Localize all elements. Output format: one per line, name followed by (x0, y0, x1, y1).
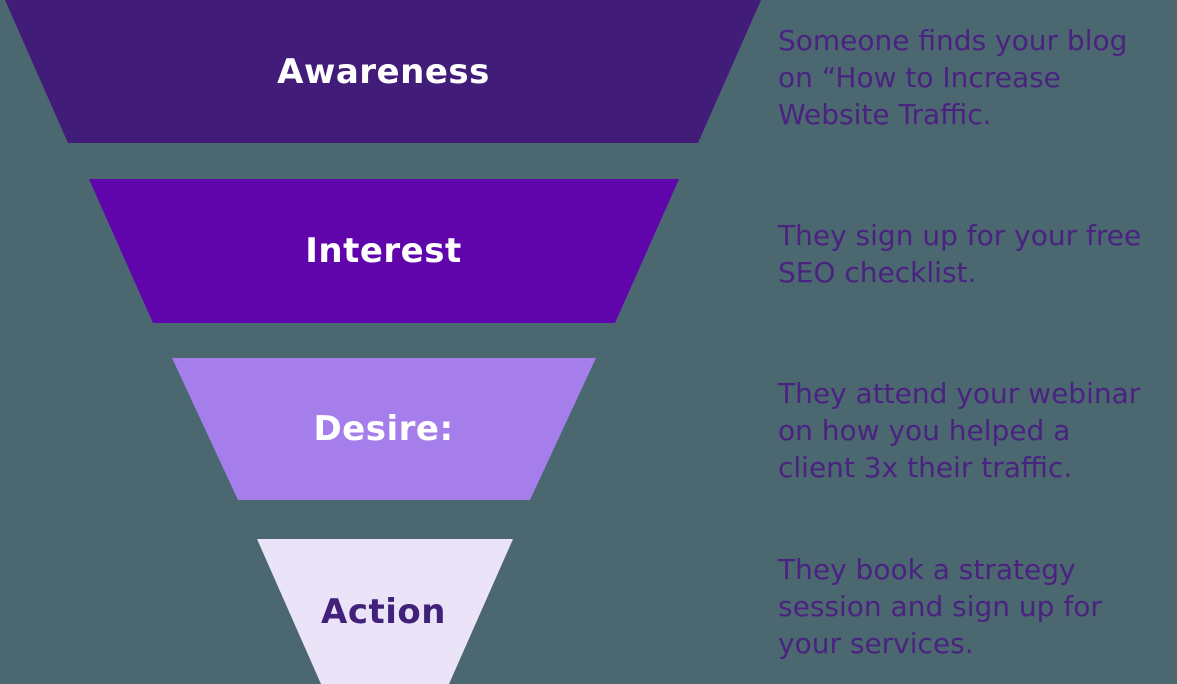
funnel-stage-desire: Desire: (172, 358, 596, 500)
stage-description-action: They book a strategy session and sign up… (778, 553, 1102, 660)
stage-description-awareness: Someone finds your blog on “How to Incre… (778, 24, 1128, 131)
funnel-stage-awareness: Awareness (5, 0, 761, 143)
funnel-stage-interest: Interest (89, 179, 679, 323)
stage-description-desire: They attend your webinar on how you help… (778, 377, 1141, 484)
stage-label-desire: Desire: (313, 409, 454, 449)
stage-label-interest: Interest (305, 231, 462, 271)
stage-description-interest: They sign up for your free SEO checklist… (778, 219, 1142, 289)
stage-label-awareness: Awareness (277, 51, 490, 92)
funnel-stage-action: Action (257, 539, 513, 684)
stage-label-action: Action (321, 591, 446, 632)
